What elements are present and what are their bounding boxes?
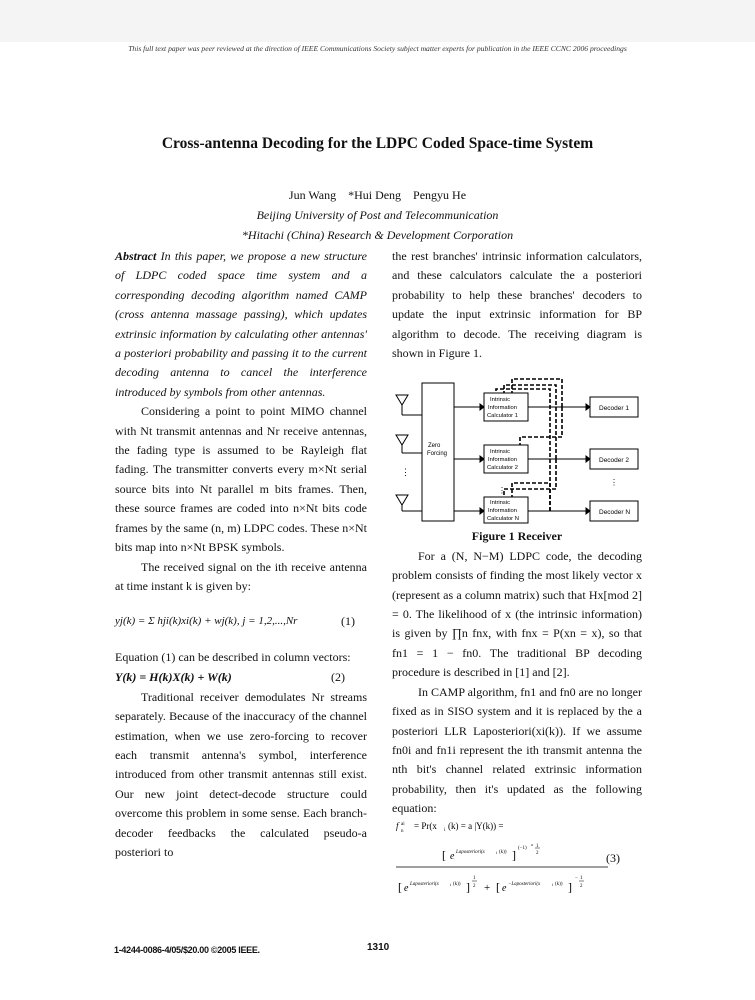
svg-text:f: f [396, 821, 400, 831]
equation-1-body: yj(k) = Σ hji(k)xi(k) + wj(k), j = 1,2,.… [115, 615, 298, 628]
top-band [0, 0, 755, 42]
svg-text:e: e [404, 883, 409, 894]
calc1-line2: Information [488, 405, 517, 411]
svg-text:n: n [401, 829, 404, 834]
svg-text:(k)): (k)) [499, 850, 507, 855]
svg-text:(k)): (k)) [453, 882, 461, 887]
figure-caption: Figure 1 Receiver [471, 529, 563, 544]
abstract-label: Abstract [115, 249, 157, 263]
svg-text:= Pr(x: = Pr(x [414, 821, 437, 831]
equation-1: yj(k) = Σ hji(k)xi(k) + wj(k), j = 1,2,.… [115, 602, 367, 642]
equation-2-number: (2) [331, 669, 345, 684]
svg-text:e: e [502, 883, 507, 894]
receiver-diagram-svg: ⋮ Zero Forcing Intrinsic Information Cal… [395, 378, 639, 524]
svg-text:−Laposteriori(x: −Laposteriori(x [508, 882, 541, 887]
svg-text:i: i [444, 828, 446, 833]
abstract-text: In this paper, we propose a new structur… [115, 249, 367, 399]
calcN-line3: Calculator N [487, 516, 519, 522]
svg-text:e: e [450, 851, 455, 862]
svg-text:]: ] [512, 848, 516, 862]
decoder-n-label: Decoder N [599, 509, 630, 516]
svg-text:i: i [552, 882, 554, 887]
affiliation-2: *Hitachi (China) Research & Development … [241, 228, 514, 242]
svg-text:(k) = a |Y(k)) =: (k) = a |Y(k)) = [448, 821, 503, 831]
equation-2-body: Y(k) = H(k)X(k) + W(k) [115, 669, 232, 684]
receiver-diagram: ⋮ Zero Forcing Intrinsic Information Cal… [392, 367, 642, 525]
svg-text:(−1): (−1) [518, 846, 527, 851]
svg-text:Laposteriori(x: Laposteriori(x [455, 850, 486, 855]
intrinsic-calculator-1 [483, 392, 529, 422]
decoder-dots: ⋮ [610, 478, 618, 487]
decoder-1-label: Decoder 1 [599, 405, 629, 412]
zero-forcing-label-1: Zero [428, 443, 441, 449]
svg-text:]: ] [568, 880, 572, 894]
antenna-dots: ⋮ [401, 467, 410, 477]
svg-text:ai: ai [401, 822, 405, 827]
paragraph-vector-form: Equation (1) can be described in column … [115, 650, 351, 665]
svg-text:Laposteriori(x: Laposteriori(x [409, 882, 440, 887]
paragraph-ldpc-decoding: For a (N, N−M) LDPC code, the decoding p… [392, 548, 642, 680]
svg-text:i: i [496, 850, 498, 855]
decoder-1 [589, 396, 639, 418]
intrinsic-calculator-2 [483, 444, 529, 474]
equation-3-number: (3) [606, 850, 620, 865]
svg-text:1: 1 [536, 844, 539, 849]
paragraph-traditional-receiver: Traditional receiver demodulates Nr stre… [115, 689, 367, 859]
calc2-line2: Information [488, 457, 517, 463]
zero-forcing-block [421, 382, 455, 522]
footer-copyright: 1-4244-0086-4/05/$20.00 ©2005 IEEE. [114, 945, 260, 955]
calc-dots: ⋮ [498, 486, 506, 495]
svg-text:2: 2 [536, 851, 539, 856]
svg-text:]: ] [466, 880, 470, 894]
affiliation-1: Beijing University of Post and Telecommu… [256, 208, 499, 222]
calcN-line1: Intrinsic [490, 500, 510, 506]
zero-forcing-label-2: Forcing [427, 451, 447, 457]
svg-text:−: − [575, 876, 578, 881]
calc2-line3: Calculator 2 [487, 465, 518, 471]
calc2-line1: Intrinsic [490, 449, 510, 455]
right-column: the rest branches' intrinsic information… [392, 247, 642, 939]
decoder-2-label: Decoder 2 [599, 457, 629, 464]
svg-text:[: [ [442, 848, 446, 862]
paragraph-system-model: Considering a point to point MIMO channe… [115, 404, 367, 555]
feedback-lines [495, 378, 563, 512]
decoder-2 [589, 448, 639, 470]
svg-text:1: 1 [473, 876, 476, 881]
svg-text:2: 2 [580, 884, 583, 889]
zf-connections [454, 403, 485, 516]
antenna-icon [395, 394, 422, 512]
paper-title: Cross-antenna Decoding for the LDPC Code… [161, 135, 594, 152]
decoder-n [589, 500, 639, 522]
paragraph-received-signal: The received signal on the ith receive a… [115, 559, 367, 593]
intrinsic-calculator-n [483, 496, 529, 524]
header-note: This full text paper was peer reviewed a… [128, 44, 627, 53]
svg-text:[: [ [398, 880, 402, 894]
svg-text:i: i [450, 882, 452, 887]
svg-text:[: [ [496, 880, 500, 894]
paragraph-camp: In CAMP algorithm, fn1 and fn0 are no lo… [392, 684, 642, 816]
abstract: Abstract In this paper, we propose a new… [115, 247, 367, 402]
calcN-line2: Information [488, 508, 517, 514]
page-number: 1310 [367, 942, 390, 953]
svg-text:2: 2 [473, 884, 476, 889]
svg-text:+: + [484, 882, 490, 894]
calc1-line1: Intrinsic [490, 397, 510, 403]
equation-1-number: (1) [341, 614, 355, 629]
calc1-line3: Calculator 1 [487, 413, 518, 419]
left-column: Abstract In this paper, we propose a new… [115, 247, 367, 862]
svg-text:(k)): (k)) [555, 882, 563, 887]
svg-text:a: a [531, 842, 533, 847]
authors: Jun Wang *Hui Deng Pengyu He [288, 188, 467, 202]
calc-decoder-connections [528, 403, 591, 516]
paragraph-branches: the rest branches' intrinsic information… [392, 249, 642, 361]
svg-text:1: 1 [580, 876, 583, 881]
equation-2: Y(k) = H(k)X(k) + W(k) (2) [115, 668, 367, 688]
